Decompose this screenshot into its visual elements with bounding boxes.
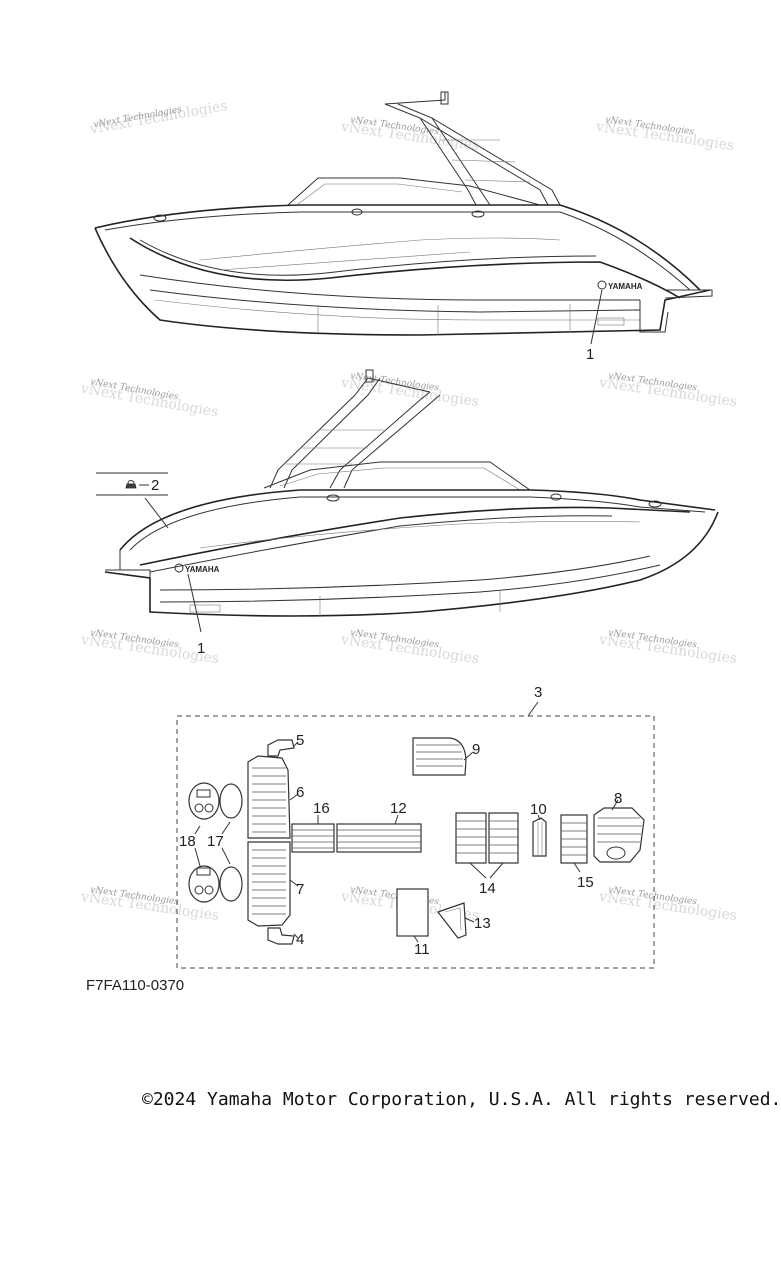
mat-7 [247,841,291,927]
mat-9 [412,737,467,776]
hull-brand: YAMAHA [185,565,220,574]
mat-kit: 3 5 4 6 7 [176,684,655,969]
yamaha-logo-icon [174,563,184,573]
oval-pad-17-top [219,783,243,819]
mat-8 [593,807,645,863]
mat-6 [247,755,291,839]
callout-1: 1 [197,640,205,657]
boat-port-view: YAMAHA 1 [104,369,719,657]
watermarks: vNext Technologies vNext Technologies vN… [79,98,738,924]
cup-pad-18-bottom [188,865,220,903]
callout-10: 10 [530,801,547,818]
copyright-notice: ©2024 Yamaha Motor Corporation, U.S.A. A… [142,1089,781,1110]
kit-boundary [176,715,655,969]
callout-13: 13 [474,915,491,932]
mat-14-left [455,812,487,864]
cup-pad-18-top [188,782,220,820]
step-pad-5 [267,739,295,757]
callout-8: 8 [614,790,622,807]
emblem-detail: 2 [96,472,169,529]
callout-17: 17 [207,833,224,850]
callout-7: 7 [296,881,304,898]
yamaha-logo-icon [597,280,607,290]
mat-12 [336,823,422,853]
callout-4: 4 [296,931,304,948]
step-pad-4 [267,927,295,945]
callout-2: 2 [151,477,159,494]
boat-starboard-view: YAMAHA 1 [94,91,713,363]
mat-16 [291,823,335,853]
hull-brand: YAMAHA [608,282,643,291]
tower-light-icon [365,369,374,383]
callout-15: 15 [577,874,594,891]
mat-10 [532,817,547,857]
part-code: F7FA110-0370 [86,977,185,994]
sheet-11 [396,888,429,937]
callout-12: 12 [390,800,407,817]
callout-11: 11 [414,941,430,958]
callout-5: 5 [296,732,304,749]
callout-16: 16 [313,800,330,817]
tower-light-icon [440,91,449,105]
callout-1: 1 [586,346,594,363]
callout-3: 3 [534,684,542,701]
mat-14-right [488,812,519,864]
callout-9: 9 [472,741,480,758]
callout-14: 14 [479,880,496,897]
oval-pad-17-bottom [219,866,243,902]
callout-6: 6 [296,784,304,801]
callout-18: 18 [179,833,196,850]
